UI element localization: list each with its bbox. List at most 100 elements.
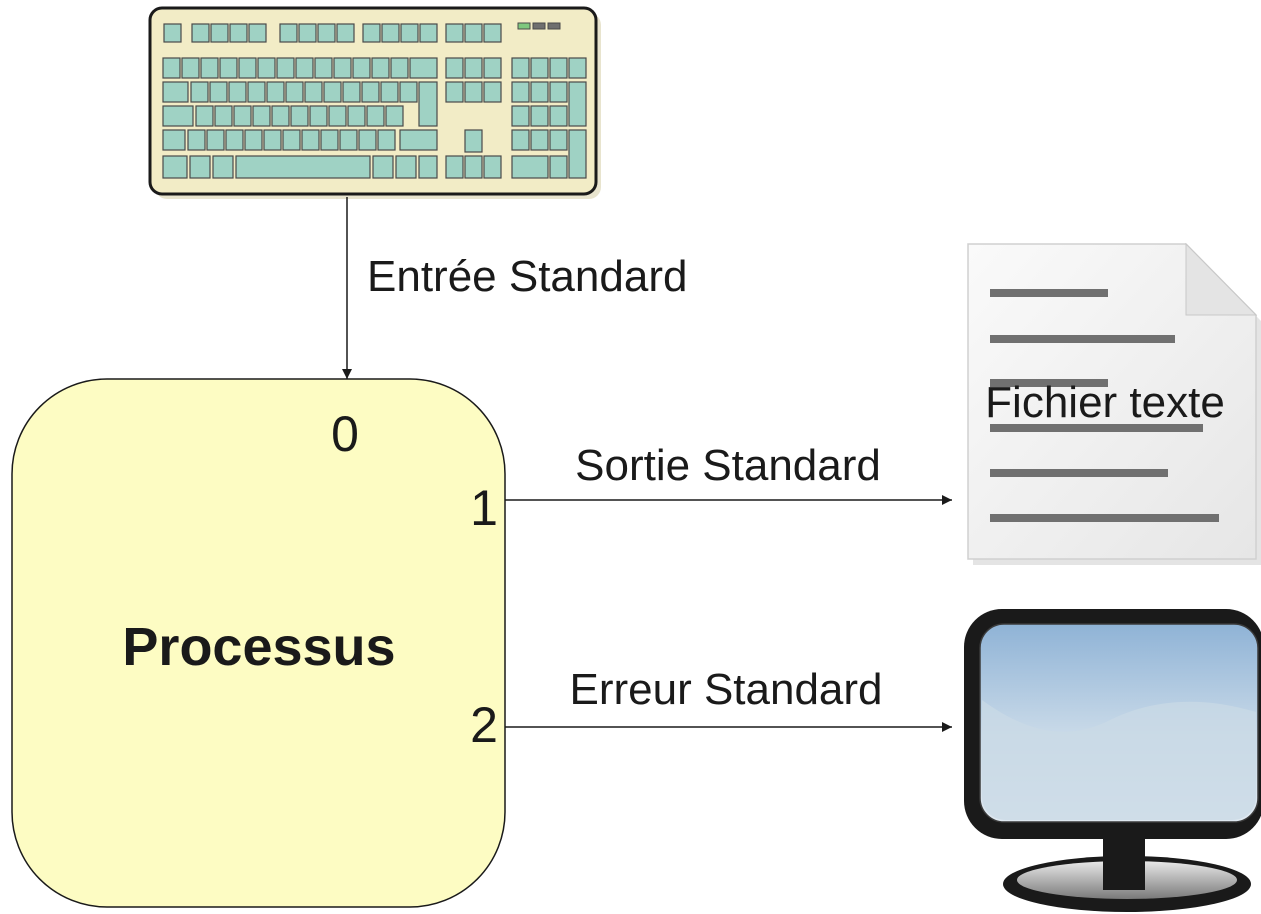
- keycap: [228, 81, 247, 103]
- keycap: [238, 57, 257, 79]
- keycap: [163, 23, 182, 43]
- keycap: [309, 105, 328, 127]
- keycap: [483, 23, 502, 43]
- keycap: [390, 57, 409, 79]
- keycap: [361, 81, 380, 103]
- keycap: [399, 81, 418, 103]
- keycap: [229, 23, 248, 43]
- keycap: [464, 155, 483, 179]
- keycap: [225, 129, 244, 151]
- keycap: [328, 105, 347, 127]
- keycap: [381, 23, 400, 43]
- keycap: [209, 81, 228, 103]
- keycap: [214, 105, 233, 127]
- keycap: [336, 23, 355, 43]
- keycap: [418, 155, 438, 179]
- keycap: [279, 23, 298, 43]
- keycap: [206, 129, 225, 151]
- keycap: [189, 155, 211, 179]
- keycap: [301, 129, 320, 151]
- keycap: [320, 129, 339, 151]
- keycap: [483, 57, 502, 79]
- keycap: [377, 129, 396, 151]
- keycap: [399, 129, 438, 151]
- keycap: [511, 105, 530, 127]
- keycap: [200, 57, 219, 79]
- keycap: [530, 129, 549, 151]
- keycap: [358, 129, 377, 151]
- fd-stderr-label: 2: [470, 697, 498, 753]
- keycap: [511, 155, 549, 179]
- keycap: [568, 81, 587, 127]
- keycap: [409, 57, 438, 79]
- keycap: [290, 105, 309, 127]
- keycap: [162, 57, 181, 79]
- keycap: [342, 81, 361, 103]
- keycap: [464, 57, 483, 79]
- keycap: [445, 155, 464, 179]
- keycap: [549, 81, 568, 103]
- keycap: [295, 57, 314, 79]
- keycap: [483, 155, 502, 179]
- keycap: [530, 105, 549, 127]
- keycap: [464, 81, 483, 103]
- process-box: [11, 378, 506, 908]
- stdout-label: Sortie Standard: [575, 441, 881, 490]
- keycap: [511, 57, 530, 79]
- keycap: [276, 57, 295, 79]
- keycap: [235, 155, 371, 179]
- keycap: [464, 129, 483, 153]
- keycap: [568, 57, 587, 79]
- keycap: [445, 81, 464, 103]
- keycap: [191, 23, 210, 43]
- keycap: [304, 81, 323, 103]
- keycap: [263, 129, 282, 151]
- keycap: [190, 81, 209, 103]
- keycap: [372, 155, 394, 179]
- keycap: [418, 81, 438, 127]
- keycap: [257, 57, 276, 79]
- keycap: [549, 155, 568, 179]
- keycap: [339, 129, 358, 151]
- keycap: [385, 105, 404, 127]
- keycap: [162, 129, 186, 151]
- keycap: [271, 105, 290, 127]
- keycap: [244, 129, 263, 151]
- keycap: [464, 23, 483, 43]
- stderr-label: Erreur Standard: [569, 665, 882, 714]
- keycap: [549, 57, 568, 79]
- stdin-label: Entrée Standard: [367, 252, 687, 301]
- keycap: [247, 81, 266, 103]
- text-file-icon: [967, 242, 1261, 565]
- keycap: [219, 57, 238, 79]
- keycap: [419, 23, 438, 43]
- keycap: [248, 23, 267, 43]
- keycap: [323, 81, 342, 103]
- keycap: [187, 129, 206, 151]
- keycap: [162, 81, 189, 103]
- keycap: [233, 105, 252, 127]
- keycap: [530, 81, 549, 103]
- keycap: [195, 105, 214, 127]
- fd-stdin-label: 0: [331, 406, 359, 462]
- keycap: [362, 23, 381, 43]
- keycap: [568, 129, 587, 179]
- keycap: [298, 23, 317, 43]
- keycap: [212, 155, 234, 179]
- keycap: [511, 129, 530, 151]
- keycap: [317, 23, 336, 43]
- keycap: [483, 81, 502, 103]
- keycap: [352, 57, 371, 79]
- keycap: [282, 129, 301, 151]
- text-file-label: Fichier texte: [985, 378, 1225, 427]
- keycap: [366, 105, 385, 127]
- keycap: [266, 81, 285, 103]
- keycap: [530, 57, 549, 79]
- keycap: [162, 105, 194, 127]
- keyboard-icon: [148, 6, 601, 199]
- keycap: [549, 105, 568, 127]
- keycap: [380, 81, 399, 103]
- monitor-icon: [964, 609, 1261, 912]
- keycap: [162, 155, 188, 179]
- keycap: [347, 105, 366, 127]
